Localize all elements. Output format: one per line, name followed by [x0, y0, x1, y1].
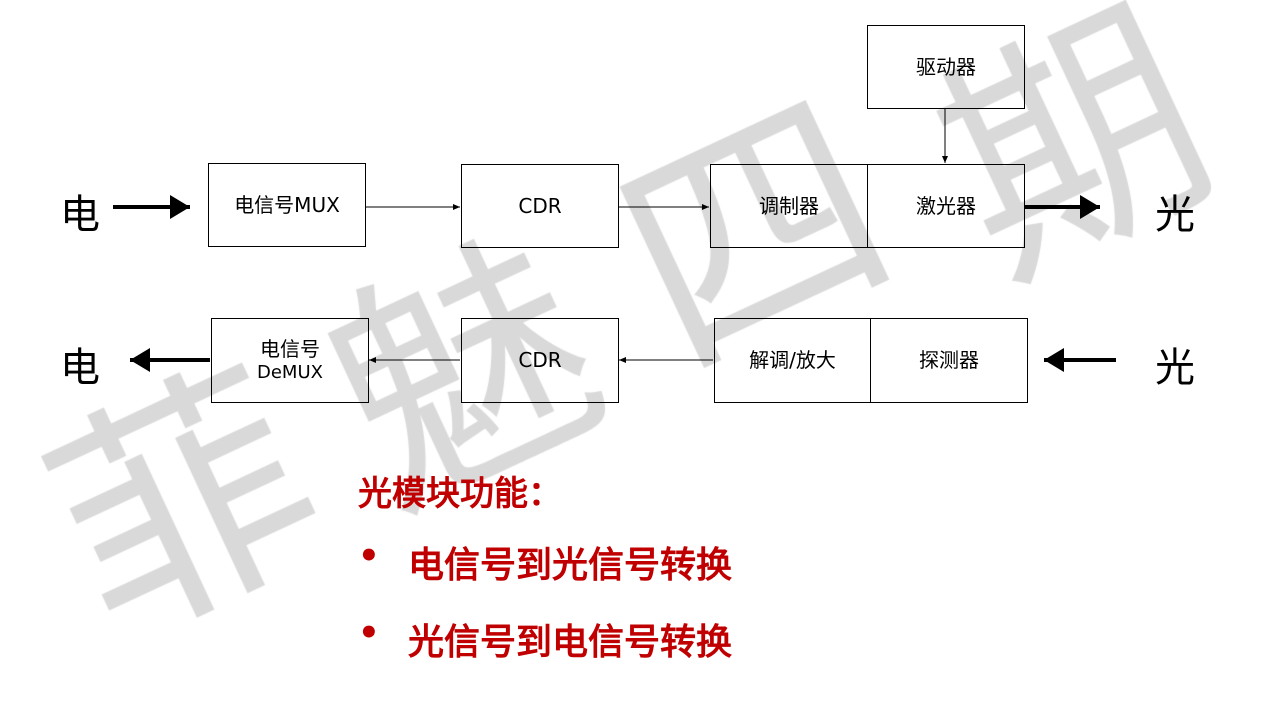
tx-input-label: 电: [60, 192, 100, 238]
modulator-block: 调制器: [710, 164, 868, 248]
function-item: 电信号到光信号转换: [408, 545, 733, 586]
tx-output-label: 光: [1155, 192, 1195, 238]
rx-cdr-block: CDR: [461, 318, 619, 403]
demod-block: 解调/放大: [714, 318, 871, 403]
rx-output-label: 电: [60, 345, 100, 391]
rx-input-label: 光: [1155, 345, 1195, 391]
laser-block: 激光器: [867, 164, 1025, 248]
detector-block: 探测器: [870, 318, 1028, 403]
bullet: •: [358, 536, 380, 576]
function-item: 光信号到电信号转换: [408, 622, 733, 663]
demux-label-line2: DeMUX: [257, 361, 323, 383]
driver-block: 驱动器: [867, 25, 1025, 109]
demux-block: 电信号 DeMUX: [211, 318, 369, 403]
functions-title: 光模块功能：: [358, 474, 562, 514]
demux-label-line1: 电信号: [260, 336, 320, 361]
mux-block: 电信号MUX: [208, 163, 366, 247]
tx-cdr-block: CDR: [461, 164, 619, 248]
bullet: •: [358, 613, 380, 653]
